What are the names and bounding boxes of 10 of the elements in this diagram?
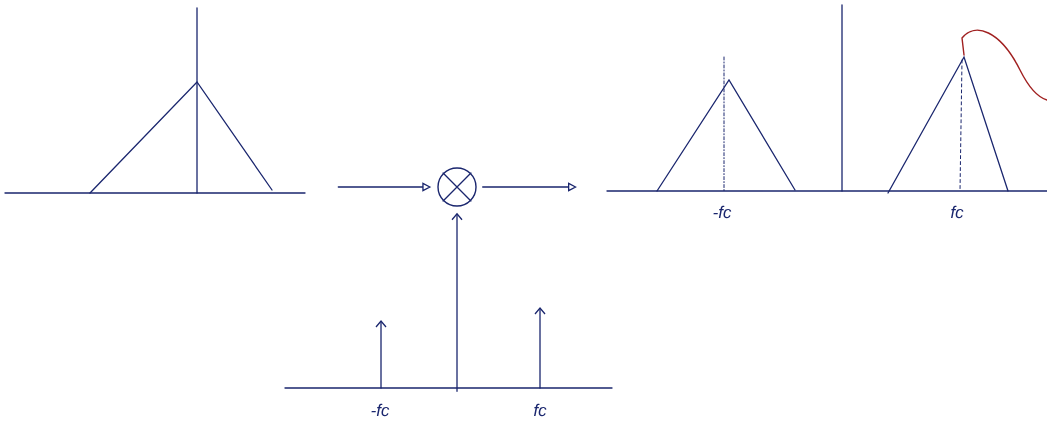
multiplier-symbol bbox=[437, 167, 477, 207]
axis-label: fc bbox=[534, 403, 547, 417]
axis-label: -fc bbox=[371, 403, 390, 417]
spectrum-drawing bbox=[284, 307, 613, 389]
axis-label: -fc bbox=[713, 205, 732, 219]
axis-label: fc bbox=[951, 205, 964, 219]
spectrum-drawing bbox=[606, 4, 1047, 194]
arrow bbox=[451, 212, 463, 392]
arrow bbox=[482, 182, 577, 192]
spectrum-drawing bbox=[4, 7, 306, 194]
